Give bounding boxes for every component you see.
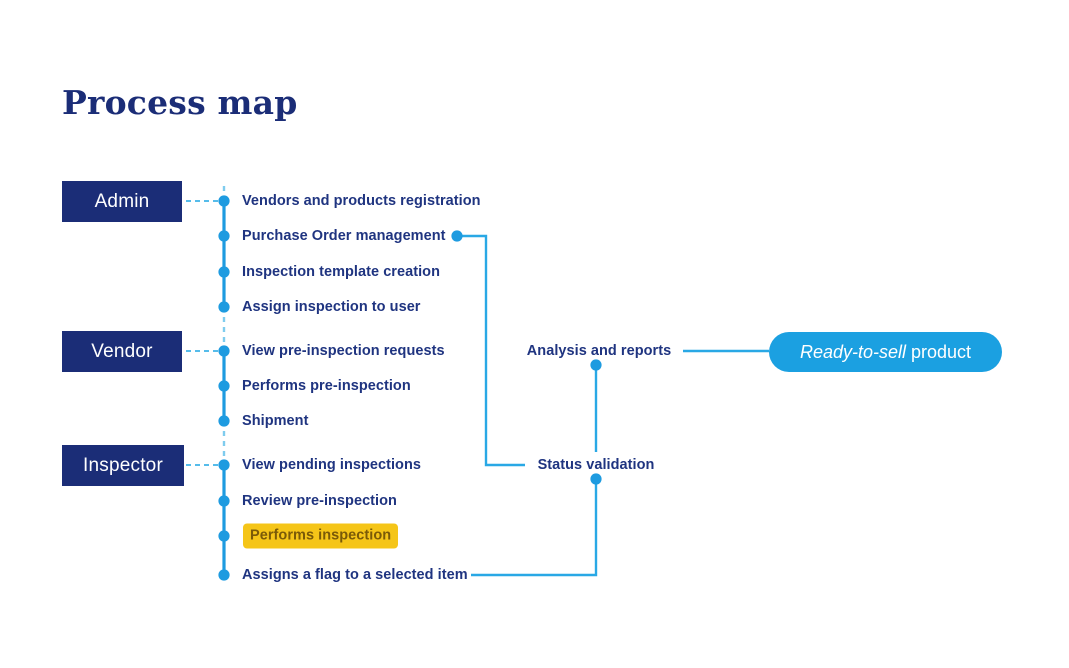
outcome-ready-to-sell-product[interactable]: Ready-to-sell product [769,332,1002,372]
spine-dot [218,266,230,278]
step-assign-inspection-to-user[interactable]: Assign inspection to user [242,299,421,315]
step-purchase-order-management[interactable]: Purchase Order management [242,228,446,244]
spine-dot [218,345,230,357]
wire-purchase-order-to-status [461,234,525,467]
outcome-emphasis: Ready-to-sell [799,341,906,362]
step-review-pre-inspection[interactable]: Review pre-inspection [242,493,397,509]
role-box-inspector[interactable]: Inspector [62,445,184,486]
node-analysis-and-reports[interactable]: Analysis and reports [526,343,672,359]
role-label: Admin [94,190,150,212]
outcome-rest: product [911,341,972,362]
step-shipment[interactable]: Shipment [242,413,309,429]
spine-dot [218,569,230,581]
step-performs-pre-inspection[interactable]: Performs pre-inspection [242,378,411,394]
role-label: Inspector [83,454,163,476]
spine-dot [218,230,230,242]
wire-dot-status-lower [590,473,602,485]
node-status-validation[interactable]: Status validation [537,457,655,473]
wire-flag-to-status [471,482,598,577]
step-view-pre-inspection-requests[interactable]: View pre-inspection requests [242,343,445,359]
spine-dot [218,195,230,207]
step-performs-inspection-highlighted[interactable]: Performs inspection [243,523,399,549]
role-box-vendor[interactable]: Vendor [62,331,182,372]
spine-dot [218,301,230,313]
step-inspection-template-creation[interactable]: Inspection template creation [242,264,440,280]
step-vendors-and-products-registration[interactable]: Vendors and products registration [242,193,481,209]
spine-dot [218,459,230,471]
spine-dot [218,530,230,542]
spine-dot [218,380,230,392]
spine-dot [218,415,230,427]
role-box-admin[interactable]: Admin [62,181,182,222]
step-assigns-a-flag-to-a-selected-item[interactable]: Assigns a flag to a selected item [242,567,468,583]
step-view-pending-inspections[interactable]: View pending inspections [242,457,421,473]
spine-dot [218,495,230,507]
wire-dot-analysis-lower [590,359,602,371]
role-label: Vendor [91,340,153,362]
wire-dot-purchase-order [451,230,463,242]
page-title: Process map [62,83,298,122]
